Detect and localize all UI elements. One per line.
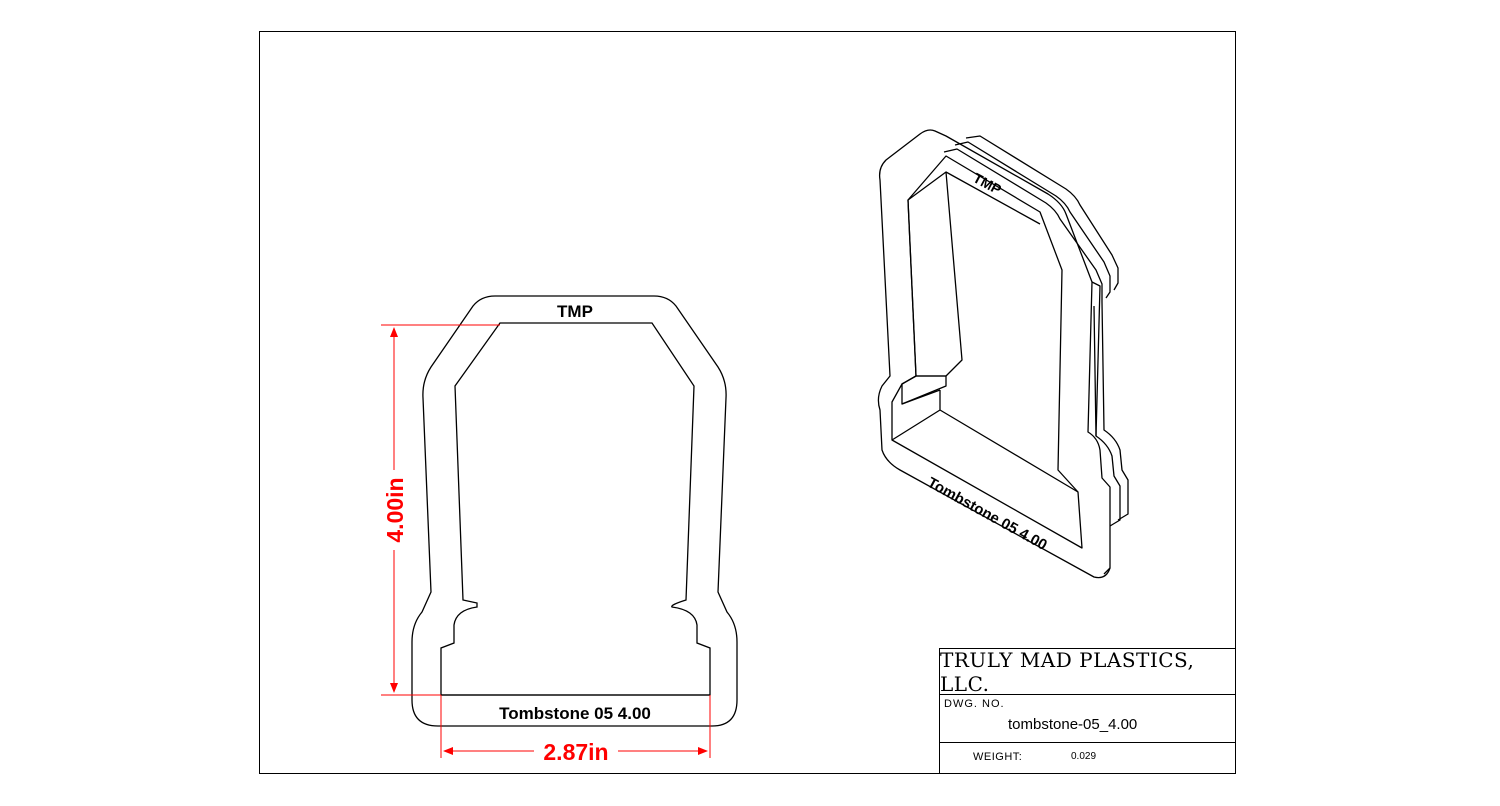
iso-inner-step — [901, 375, 947, 405]
front-inner-cavity — [440, 322, 711, 696]
weight-label: WEIGHT: — [973, 751, 1023, 763]
iso-outer-outline — [877, 129, 1111, 579]
front-bottom-label: Tombstone 05 4.00 — [499, 704, 651, 723]
iso-inner-floor-edge — [891, 389, 1079, 493]
iso-back-edge-lower — [1101, 301, 1129, 521]
dwg-no-cell: DWG. NO. tombstone-05_4.00 — [940, 695, 1235, 743]
iso-back-layer-2 — [954, 141, 1111, 299]
title-block: TRULY MAD PLASTICS, LLC. DWG. NO. tombst… — [939, 648, 1236, 774]
height-text-background — [380, 470, 410, 550]
iso-inner-rim — [891, 155, 1083, 549]
sheet-border — [259, 31, 1236, 774]
iso-back-layer-1 — [943, 148, 1103, 302]
dwg-no-label: DWG. NO. — [944, 698, 1005, 710]
front-outer-outline — [411, 295, 738, 727]
iso-top-label: TMP — [971, 170, 1005, 198]
company-name: TRULY MAD PLASTICS, LLC. — [940, 648, 1235, 696]
iso-back-layer-3 — [965, 135, 1119, 291]
iso-inner-left-wall — [907, 171, 963, 377]
weight-value: 0.029 — [1071, 751, 1097, 762]
front-top-label: TMP — [557, 302, 593, 321]
isometric-view — [877, 129, 1129, 579]
width-dimension-text: 2.87in — [543, 739, 608, 765]
iso-inner-top-edge — [945, 171, 1041, 225]
width-text-background — [534, 738, 618, 764]
iso-back-edge-lower-2 — [1093, 305, 1121, 527]
height-dimension-text: 4.00in — [382, 477, 408, 542]
dwg-no-value: tombstone-05_4.00 — [1008, 716, 1138, 733]
front-view — [411, 295, 738, 727]
weight-cell: WEIGHT: 0.029 — [940, 743, 1235, 773]
iso-bottom-label: Tombstone 05 4.00 — [924, 474, 1049, 554]
iso-outer-depth-edge — [1091, 281, 1111, 575]
